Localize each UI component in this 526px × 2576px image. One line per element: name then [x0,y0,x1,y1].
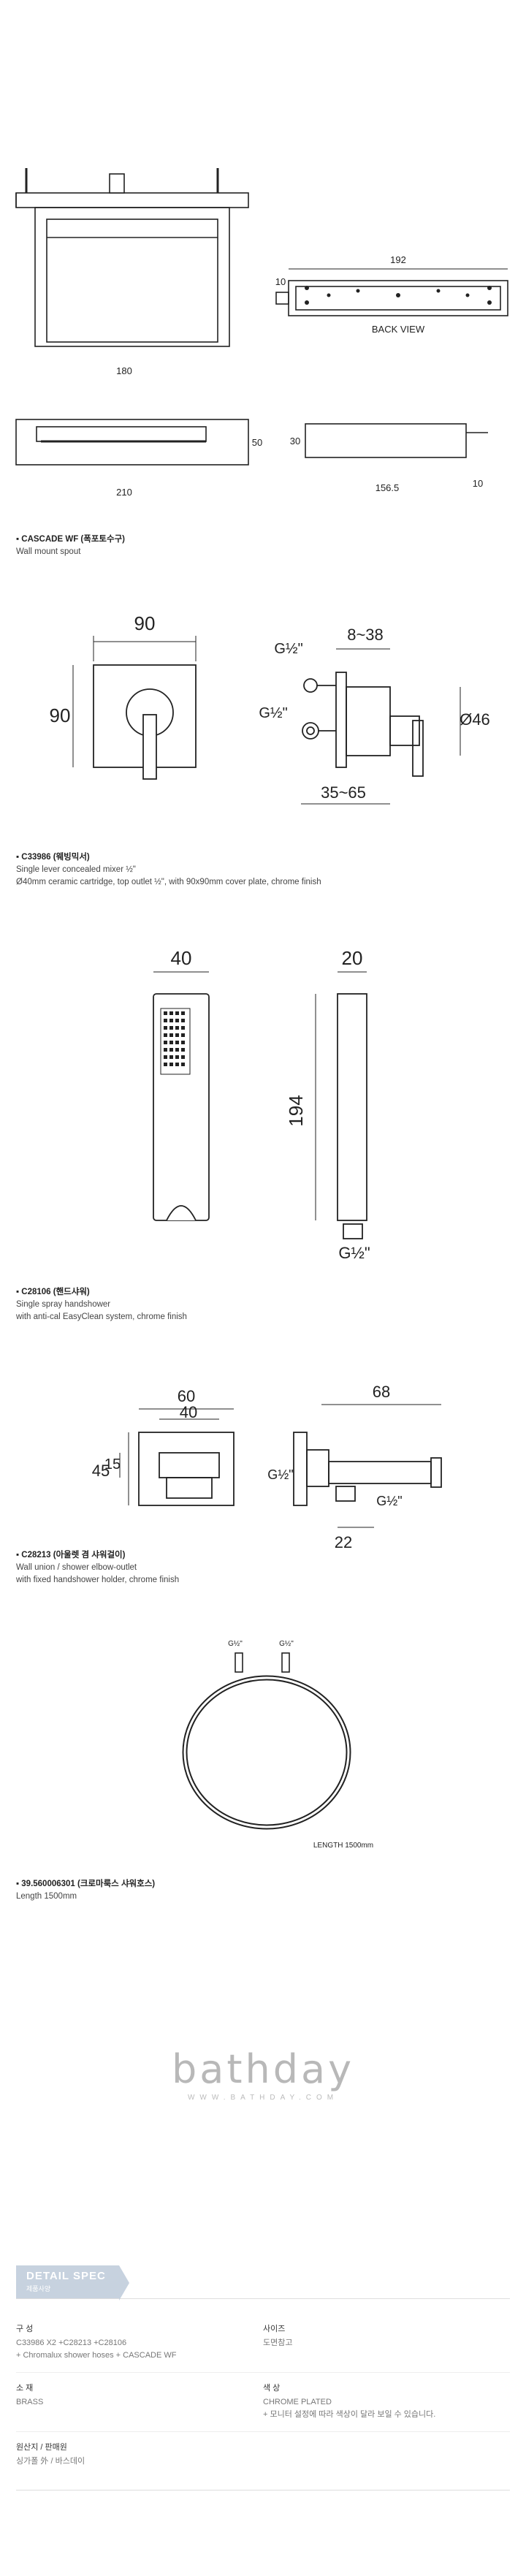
hose-length-label: LENGTH 1500mm [313,1842,373,1850]
cascade-back-width: 192 [390,254,406,265]
spec-value: 도면참고 [263,2338,293,2347]
mixer-g1: G½" [274,641,302,657]
spray-nozzles [164,1011,185,1066]
spec-value: CHROME PLATED + 모니터 설정에 따라 색상이 달라 보일 수 있… [263,2398,436,2419]
mixer-drawing: 90 90 8~38 G½" G½" Ø46 35~65 [0,563,526,840]
spec-table: 구 성 C33986 X2 +C28213 +C28106 + Chromalu… [16,2298,510,2490]
mixer-diameter: Ø46 [460,710,490,729]
cascade-caption: CASCADE WF (폭포토수구) Wall mount spout [16,533,125,558]
spec-cell-composition: 구 성 C33986 X2 +C28213 +C28106 + Chromalu… [16,2322,263,2362]
mixer-title: C33986 (웨빙믹서) [16,851,321,864]
handshower-line-2: with anti-cal EasyClean system, chrome f… [16,1312,187,1321]
spec-value: 싱가폴 外 / 바스데이 [16,2457,85,2466]
spec-tab: DETAIL SPEC 제품사양 [16,2265,129,2300]
detail-spec: DETAIL SPEC 제품사양 구 성 C33986 X2 +C28213 +… [16,2265,510,2490]
handshower-svg: 40 20 194 G½" [153,947,370,1262]
handshower-depth: 20 [342,947,363,969]
mixer-line-1: Single lever concealed mixer ½" [16,865,136,874]
cascade-width: 180 [116,365,132,376]
brand-wordmark: bathday [171,2046,355,2092]
spec-row: 구 성 C33986 X2 +C28213 +C28106 + Chromalu… [16,2314,510,2373]
cascade-drawing: 180 192 10 BACK VIEW 210 50 30 156.5 10 [0,146,526,541]
cascade-svg: 180 192 10 BACK VIEW 210 50 30 156.5 10 [15,168,508,498]
mixer-svg: 90 90 8~38 G½" G½" Ø46 35~65 [50,612,490,805]
handshower-width: 40 [171,947,192,969]
cascade-side-tail: 10 [473,478,483,489]
elbow-svg: 60 40 45 15 68 G½" G½" 22 [92,1383,442,1551]
mixer-bottom-range: 35~65 [321,783,366,802]
spec-value: BRASS [16,2398,44,2406]
hose-drawing: G½" G½" LENGTH 1500mm [0,1622,526,1856]
mixer-width: 90 [134,612,156,634]
cascade-bottom-width: 210 [116,487,132,498]
mixer-depth-range: 8~38 [347,626,384,644]
spec-row: 소 재 BRASS 색 상 CHROME PLATED + 모니터 설정에 따라… [16,2373,510,2432]
elbow-offset: 22 [335,1533,352,1551]
elbow-drawing: 60 40 45 15 68 G½" G½" 22 [0,1359,526,1564]
elbow-h-inner: 15 [104,1456,121,1473]
elbow-line-2: with fixed handshower holder, chrome fin… [16,1576,180,1584]
handshower-title: C28106 (핸드샤워) [16,1286,187,1299]
mixer-line-2: Ø40mm ceramic cartridge, top outlet ½", … [16,878,321,886]
elbow-g2: G½" [376,1494,402,1508]
spec-label: 사이즈 [263,2325,286,2333]
elbow-outer: 60 [178,1387,195,1405]
cascade-back-side: 10 [275,276,286,287]
spec-cell-size: 사이즈 도면참고 [263,2322,510,2362]
brand-url: WWW.BATHDAY.COM [187,2094,339,2102]
spec-tab-sub: 제품사양 [26,2285,51,2292]
handshower-line-1: Single spray handshower [16,1300,111,1309]
handshower-thread: G½" [338,1244,370,1262]
hose-line-1: Length 1500mm [16,1892,77,1901]
spec-label: 소 재 [16,2384,34,2393]
spec-tab-title: DETAIL SPEC [26,2270,106,2282]
spec-cell-material: 소 재 BRASS [16,2382,263,2421]
cascade-side-depth: 156.5 [376,482,400,493]
hose-title: 39.560006301 (크로마룩스 샤워호스) [16,1878,155,1891]
cascade-side-height: 30 [290,436,300,447]
spec-label: 색 상 [263,2384,281,2393]
elbow-h-outer: 45 [92,1462,110,1480]
cascade-back-label: BACK VIEW [372,324,425,335]
mixer-height: 90 [50,704,71,726]
mixer-g2: G½" [259,705,287,721]
elbow-g1: G½" [267,1467,293,1482]
hose-g2: G½" [279,1640,294,1648]
elbow-title: C28213 (아울렛 겸 샤워걸이) [16,1549,179,1562]
spec-label: 원산지 / 판매원 [16,2443,67,2452]
hose-caption: 39.560006301 (크로마룩스 샤워호스) Length 1500mm [16,1878,155,1903]
spec-value: C33986 X2 +C28213 +C28106 + Chromalux sh… [16,2338,177,2360]
elbow-length: 68 [373,1383,390,1401]
brand-logo: bathday WWW.BATHDAY.COM [0,2046,526,2102]
elbow-caption: C28213 (아울렛 겸 샤워걸이) Wall union / shower … [16,1549,179,1587]
hose-g1: G½" [228,1640,243,1648]
mixer-caption: C33986 (웨빙믹서) Single lever concealed mix… [16,851,321,889]
hose-svg: G½" G½" LENGTH 1500mm [182,1640,373,1850]
cascade-line-1: Wall mount spout [16,547,81,556]
handshower-drawing: 40 20 194 G½" [0,928,526,1272]
cascade-bottom-height: 50 [252,437,262,448]
spec-row: 원산지 / 판매원 싱가폴 外 / 바스데이 [16,2432,510,2478]
cascade-title: CASCADE WF (폭포토수구) [16,533,125,546]
elbow-inner: 40 [180,1403,197,1421]
spec-cell-color: 색 상 CHROME PLATED + 모니터 설정에 따라 색상이 달라 보일… [263,2382,510,2421]
elbow-line-1: Wall union / shower elbow-outlet [16,1563,137,1572]
handshower-caption: C28106 (핸드샤워) Single spray handshower wi… [16,1286,187,1323]
handshower-length: 194 [285,1095,307,1126]
spec-label: 구 성 [16,2325,34,2333]
spec-cell-origin: 원산지 / 판매원 싱가폴 外 / 바스데이 [16,2441,263,2468]
